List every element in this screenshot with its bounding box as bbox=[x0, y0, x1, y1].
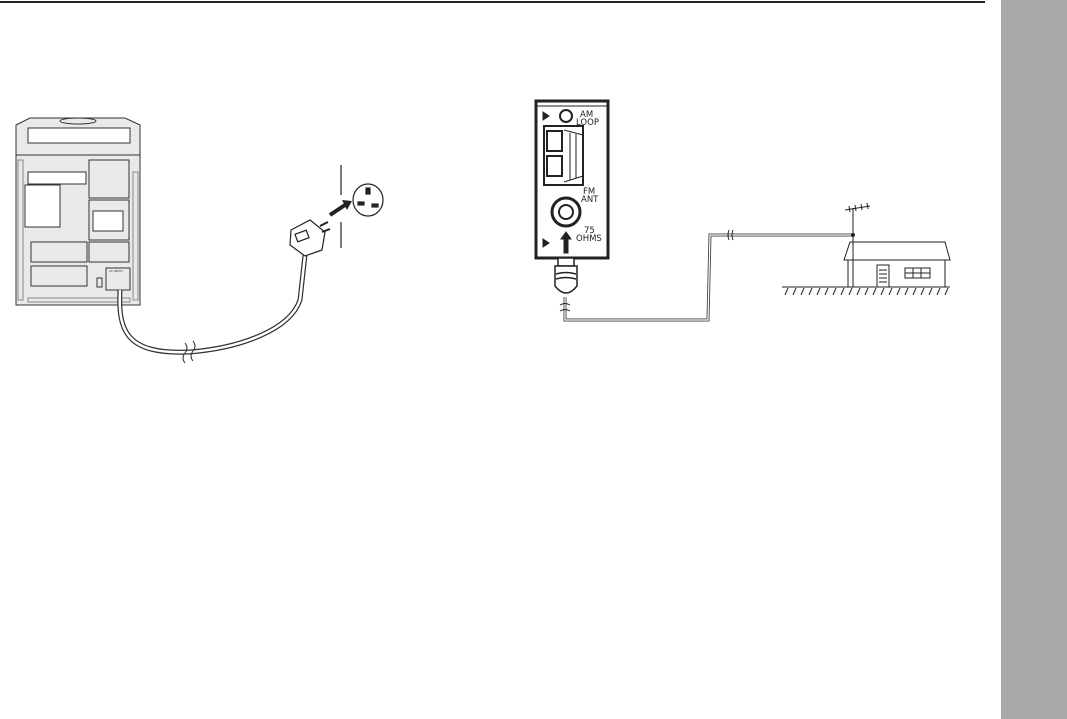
am-loop-label-1: AM bbox=[580, 110, 593, 120]
ohms-label-2: OHMS bbox=[576, 234, 602, 244]
power-cord bbox=[117, 254, 308, 364]
wall-socket-icon bbox=[340, 165, 384, 248]
fm-ant-label-2: ANT bbox=[581, 195, 599, 205]
fm-antenna-connector bbox=[554, 257, 578, 294]
side-section-tab bbox=[1001, 0, 1067, 719]
am-loop-label-2: LOOP bbox=[576, 118, 599, 128]
ohms-label-1: 75 bbox=[584, 226, 595, 236]
arrow-head bbox=[342, 200, 352, 210]
header-rule bbox=[0, 1, 985, 3]
ac-input-label: AC INPUT bbox=[109, 269, 123, 273]
stereo-unit-rear-illustration bbox=[15, 117, 141, 306]
house-with-aerial-icon bbox=[782, 202, 951, 296]
mains-plug-icon bbox=[289, 219, 331, 257]
antenna-cable bbox=[559, 229, 853, 322]
antenna-terminal-panel bbox=[534, 99, 610, 260]
fm-ant-label-1: FM bbox=[583, 187, 595, 197]
insert-arrow-icon bbox=[328, 203, 347, 217]
